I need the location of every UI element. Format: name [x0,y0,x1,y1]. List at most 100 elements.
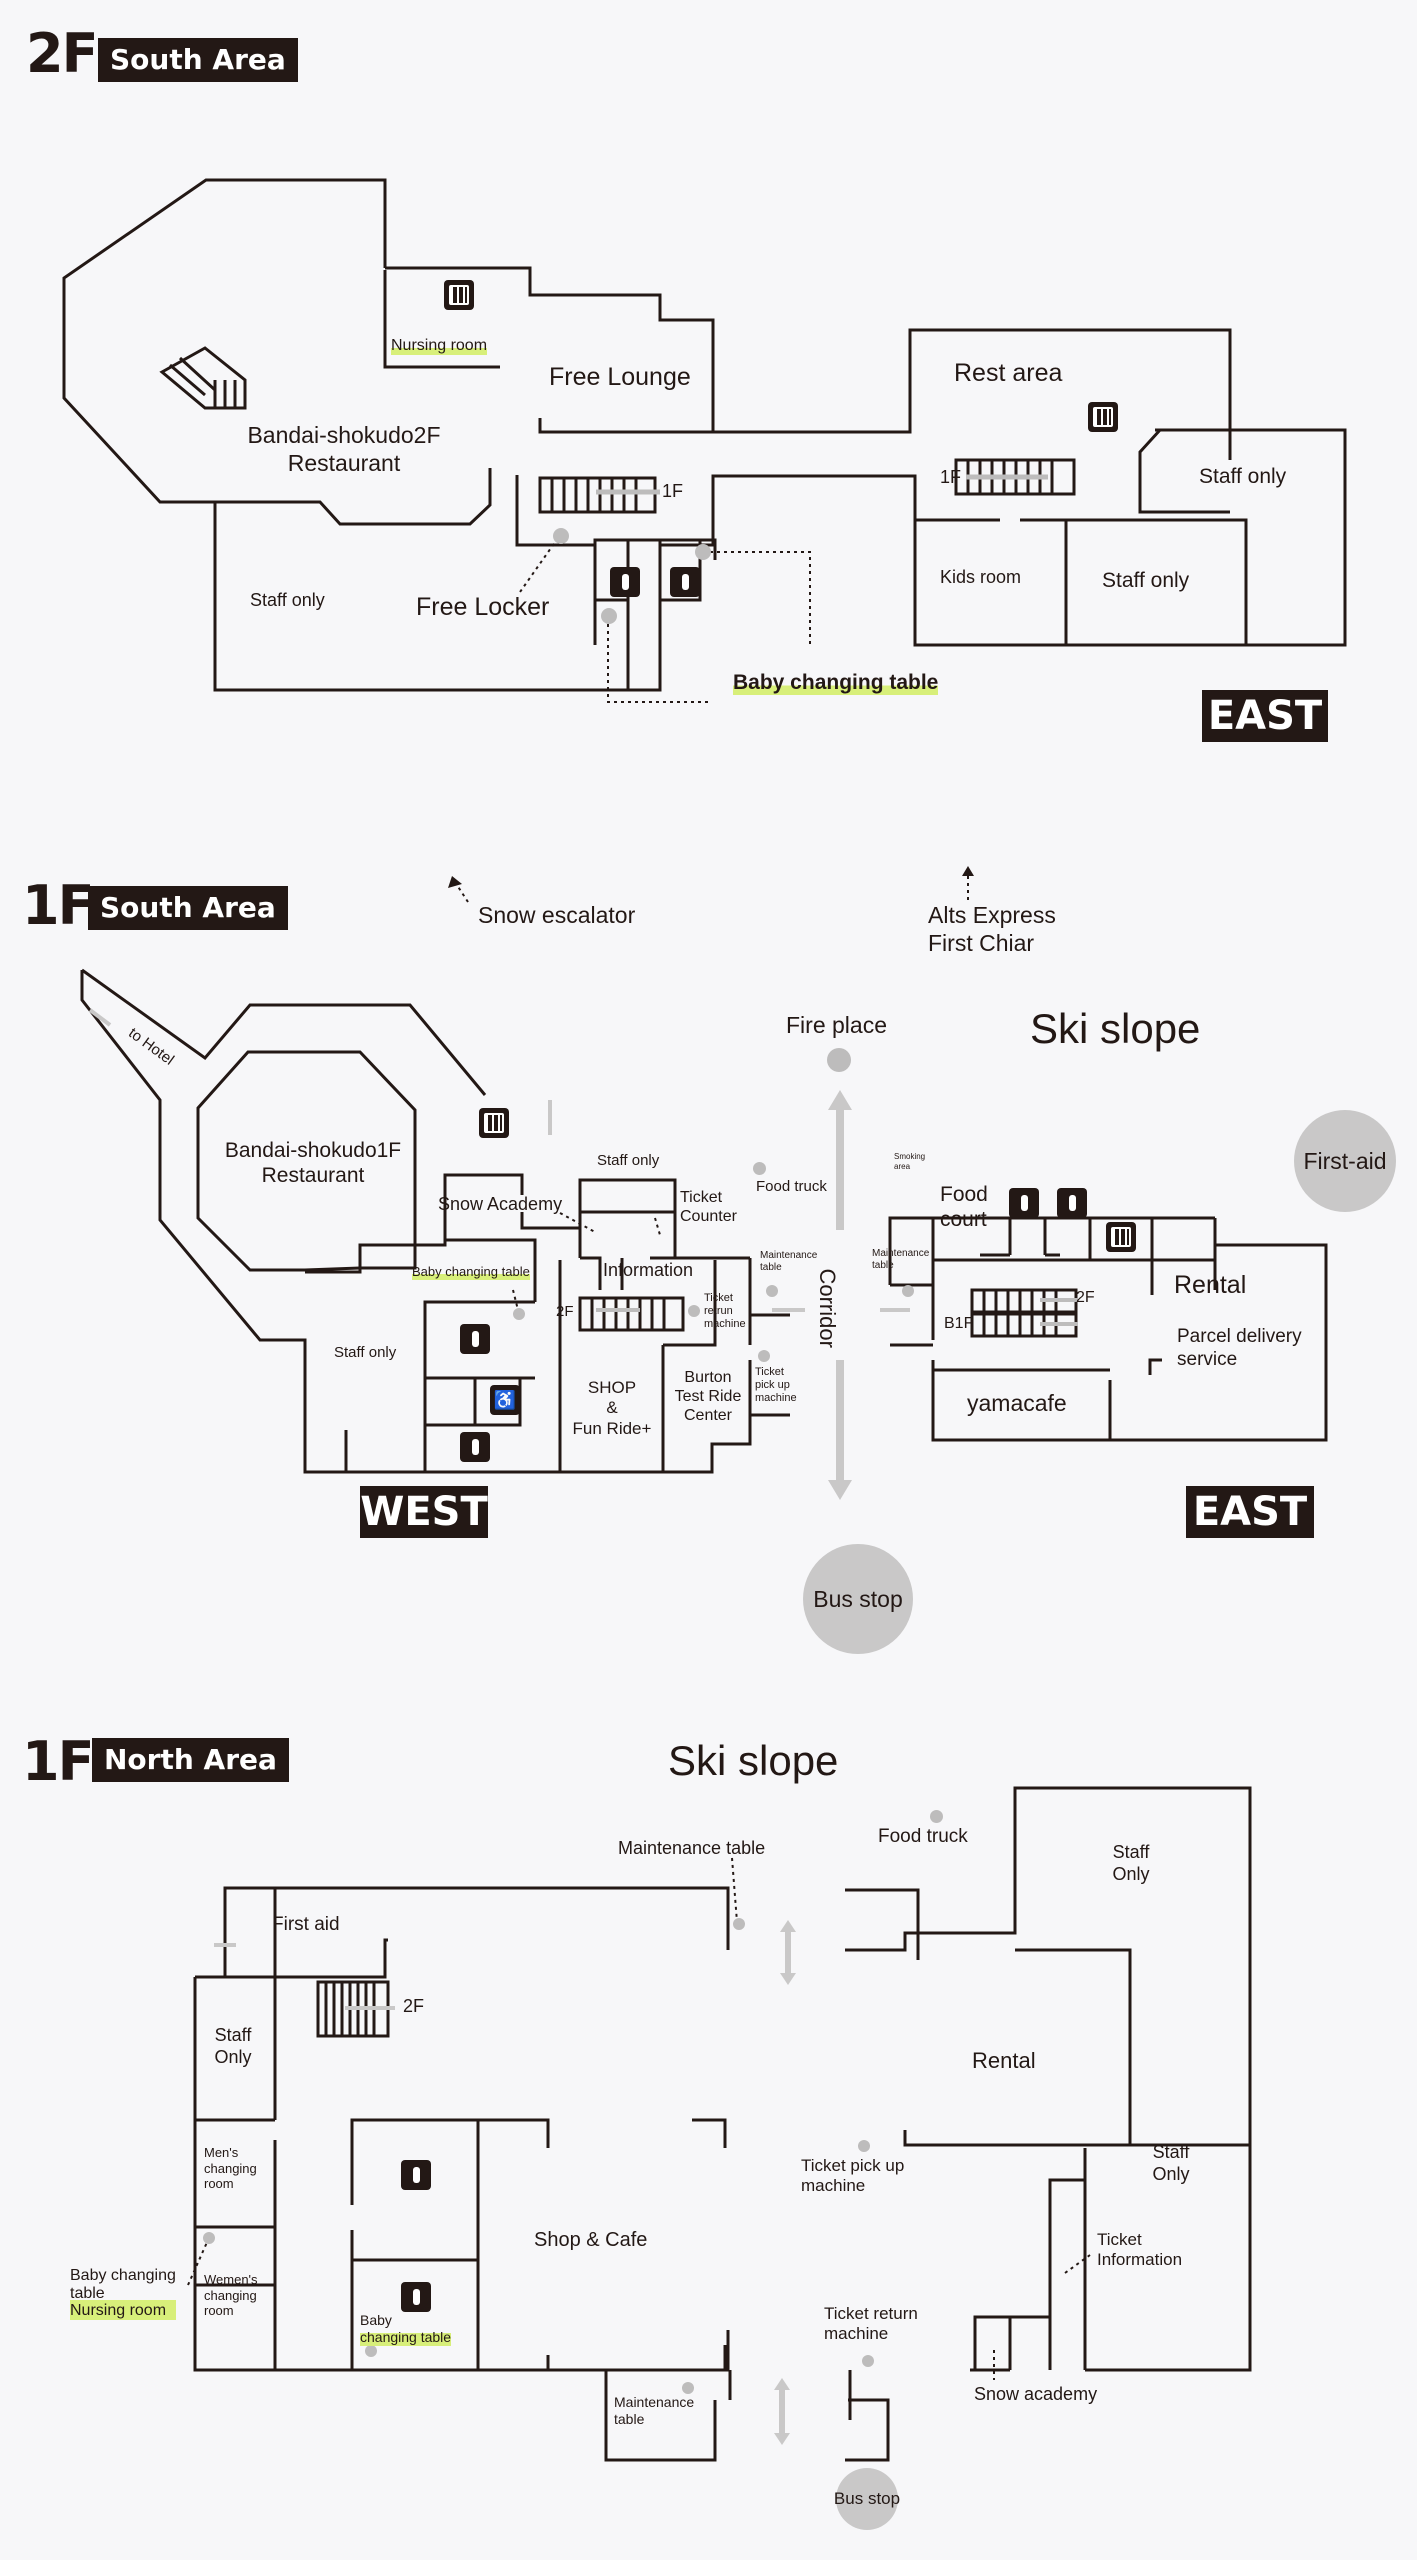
wall-east [660,428,1347,647]
floor-number: 1F [22,874,94,937]
wheelchair-icon: ♿ [490,1385,520,1415]
stairs-b1f-label: B1F [944,1315,974,1332]
elevator-icon [444,280,474,310]
nursing-room-label: Nursing room [391,336,488,356]
ski-slope-label: Ski slope [1030,1005,1201,1052]
staff-only-label: Staff only [1199,465,1287,488]
stairs-2f-west [159,346,247,410]
ski-slope-label: Ski slope [668,1737,839,1784]
food-court-label: Food court [940,1183,988,1232]
fire-place-dot [827,1048,851,1072]
mens-changing-label: Men's changing room [204,2145,257,2192]
stairs-2f-label: 2F [1076,1289,1095,1306]
elevator-icon [479,1108,509,1138]
food-truck-label: Food truck [878,1826,968,1847]
ticket-return-label: Ticket retrun machine [704,1292,746,1331]
area-badge: South Area [88,886,288,930]
stairs-1f-label: 1F [662,481,684,501]
locker-dot [553,528,569,544]
toilet-icon [401,2160,431,2190]
maintenance-label: Maintenance table [614,2394,695,2427]
baby-changing-dot [513,1308,525,1320]
ticket-counter-label: Ticket Counter [680,1189,737,1226]
floor-number: 1F [22,1730,94,1793]
wall-lounge [385,266,715,434]
baby-changing-label: Baby changing table [733,670,939,696]
maintenance-dot [682,2382,694,2394]
stairs-2f-center [538,476,657,514]
baby-changing-nursing-label: Baby changing table Nursing room [70,2267,176,2320]
toilet-icon [1009,1188,1039,1218]
toilet-icon [610,567,640,597]
elevator-icon [1106,1222,1136,1252]
toilet-icon [401,2282,431,2312]
restaurant-label: Bandai-shokudo1F Restaurant [224,1139,402,1188]
restaurant-octagon [196,1050,417,1272]
stairs-2f-label: 2F [403,1996,425,2016]
ticket-pickup-label: Ticket pick up machine [801,2156,905,2196]
burton-label: Burton Test Ride Center [674,1369,742,1425]
toilet-icon [460,1324,490,1354]
wall-nursing [383,270,500,369]
floor-plan-2f [62,178,1347,703]
map-1f-north: 1F North Area [0,1700,1417,2560]
staff-only-label: Staff only [250,590,325,610]
wall-corridor [713,328,1232,460]
wall-inner [515,475,595,547]
east-badge: EAST [1186,1486,1314,1538]
west-badge: WEST [360,1486,488,1538]
ticket-pickup-dot [858,2140,870,2152]
stairs-1f-label: 1F [940,467,962,487]
snow-academy-label: Snow academy [974,2384,1098,2404]
smoking-area-label: Smoking area [894,1152,926,1171]
corridor-label: Corridor [814,1268,840,1348]
floor-number: 2F [26,22,98,85]
stairs-2f-label: 2F [556,1303,574,1320]
wall-restaurant-south [160,468,492,526]
bus-stop-circle[interactable]: Bus stop [834,2468,900,2530]
rental-label: Rental [1174,1271,1247,1299]
toilet-icon [460,1432,490,1462]
ticket-pickup-label: Ticket pick up machine [755,1366,797,1405]
kids-room-label: Kids room [940,567,1022,587]
floor-plan-1f-south [80,866,1328,1500]
area-badge: North Area [92,1738,289,1782]
ticket-information-label: Ticket Information [1097,2230,1183,2270]
bus-stop-circle[interactable]: Bus stop [803,1544,913,1654]
snow-escalator-label[interactable]: Snow escalator [478,902,636,928]
floor-plan-1f-north [187,1786,1252,2462]
east-badge: EAST [1202,690,1328,742]
free-lounge-label: Free Lounge [549,363,691,391]
maintenance-dot [766,1285,778,1297]
wall-toilets [593,538,660,645]
staff-only-label: Staff Only [214,2025,252,2067]
baby-changing-dot [695,544,711,560]
shop-cafe-label: Shop & Cafe [534,2229,648,2251]
toilet-icon [670,567,700,597]
baby-changing-dot [601,608,617,624]
food-truck-label: Food truck [756,1178,827,1195]
staff-only-label: Staff Only [1112,1842,1150,1884]
food-truck-dot [753,1162,766,1175]
food-truck-dot [930,1810,943,1823]
elevator-icon [1088,402,1118,432]
rental-label: Rental [972,2048,1036,2073]
alts-express-label[interactable]: Alts Express First Chiar [928,902,1056,956]
maintenance-label: Maintenance table [618,1838,766,1858]
womens-changing-label: Wemen's changing room [204,2272,258,2319]
map-2f-south: 2F South Area [0,0,1417,760]
parcel-label: Parcel delivery service [1177,1326,1302,1370]
staff-only-label: Staff only [597,1152,660,1169]
first-aid-circle[interactable]: First-aid [1294,1110,1396,1212]
first-aid-label: First aid [272,1914,340,1935]
baby-changing-label: Baby changing table [360,2312,452,2346]
baby-changing-dot [203,2232,215,2244]
information-label: Information [603,1260,694,1280]
baby-changing-label: Baby changing table [412,1264,530,1280]
rest-area-label: Rest area [954,359,1063,387]
baby-changing-dot [365,2345,377,2357]
maintenance-dot [902,1285,914,1297]
area-badge: South Area [98,38,298,82]
free-locker-label: Free Locker [416,593,550,621]
ticket-pickup-dot [758,1350,770,1362]
